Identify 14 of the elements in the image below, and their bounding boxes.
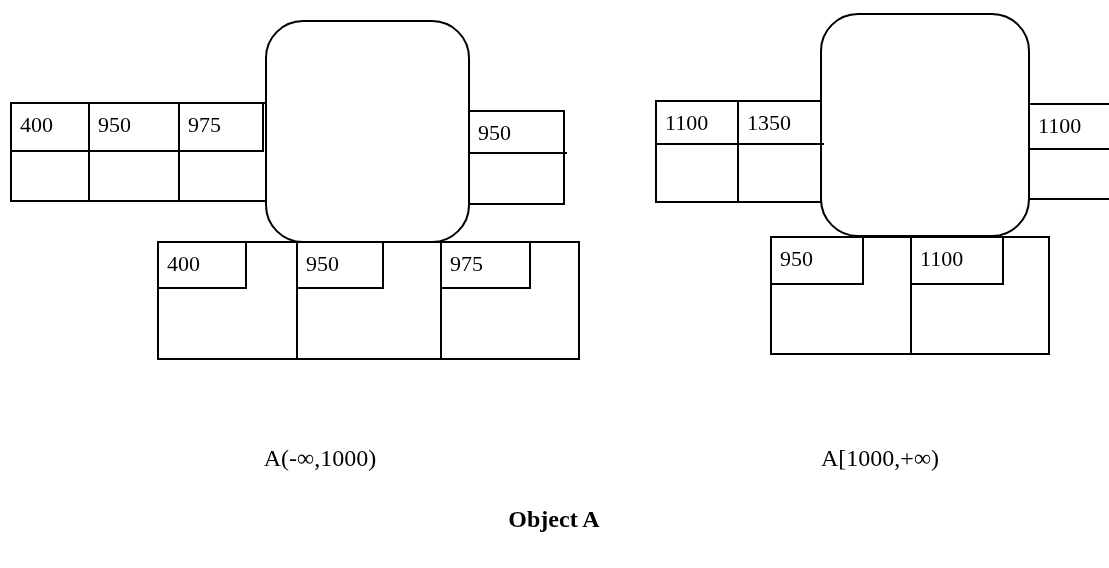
figure-caption: A(-∞,1000): [263, 445, 377, 472]
cell-label: 1100: [1030, 105, 1109, 150]
cell-label: 950: [772, 238, 864, 285]
cell-label: 1350: [739, 102, 824, 145]
cell-label: 950: [470, 112, 567, 154]
cell-label: 975: [442, 243, 531, 289]
cell-label: 1100: [912, 238, 1004, 285]
rounded-box: [820, 13, 1030, 237]
diagram-title: Object A: [508, 506, 600, 533]
cell-label: 400: [159, 243, 247, 289]
rounded-box: [265, 20, 470, 243]
figure-caption: A[1000,+∞): [821, 445, 939, 472]
cell-label: 975: [180, 104, 264, 152]
cell-label: 950: [298, 243, 384, 289]
